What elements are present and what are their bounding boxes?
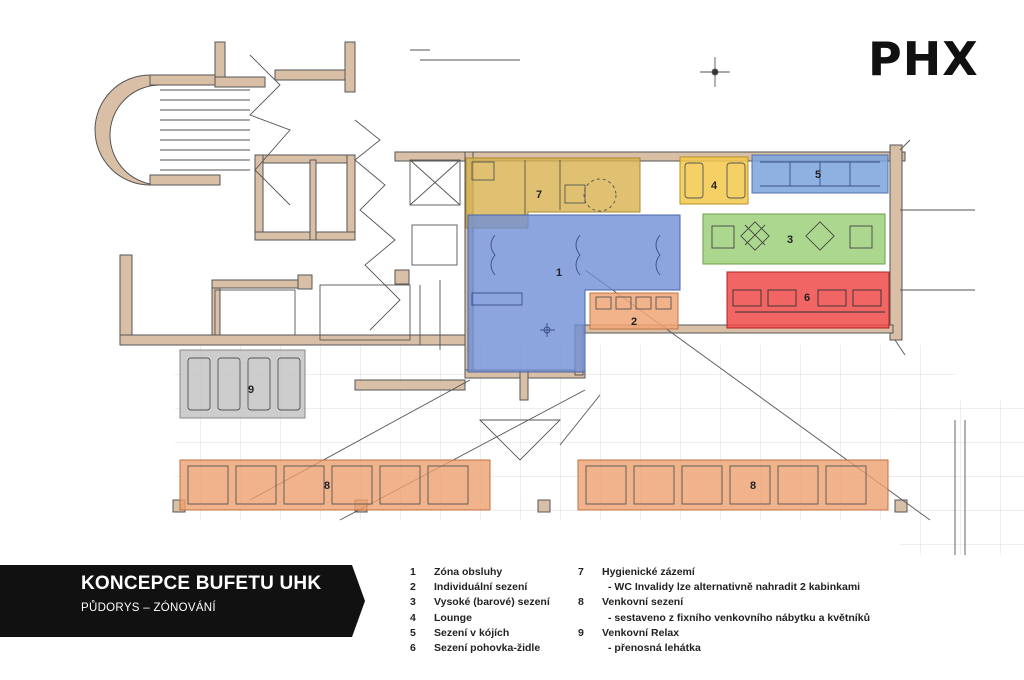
zone-label: 3 — [787, 234, 793, 246]
zone-9: 9 — [179, 349, 306, 419]
zone-label: 8 — [324, 480, 330, 492]
zone-2: 2 — [589, 292, 679, 330]
terrace-paving-east — [900, 400, 1024, 555]
legend-note: - WC Invalidy lze alternativně nahradit … — [608, 581, 861, 594]
zone-4: 4 — [679, 156, 749, 205]
banner-subtitle: PŮDORYS – ZÓNOVÁNÍ — [81, 602, 216, 614]
legend-note: - přenosná lehátka — [608, 642, 701, 655]
legend-note: - sestaveno z fixního venkovního nábytku… — [608, 611, 870, 624]
zone-8-east: 8 — [577, 459, 889, 511]
zone-3: 3 — [702, 213, 886, 265]
title-banner — [0, 565, 365, 637]
zone-6: 6 — [726, 271, 890, 329]
zone-label: 5 — [815, 169, 821, 181]
zone-label: 7 — [536, 189, 542, 201]
zone-label: 4 — [711, 180, 718, 192]
banner-title: KONCEPCE BUFETU UHK — [81, 573, 322, 594]
zone-label: 2 — [631, 316, 637, 328]
zone-8-west: 8 — [179, 459, 491, 511]
zone-label: 8 — [750, 480, 756, 492]
zone-7: 7 — [465, 157, 641, 229]
phx-logo: PHX — [868, 32, 979, 86]
zone-5: 5 — [751, 154, 889, 194]
zone-label: 1 — [556, 267, 562, 279]
zone-1: 1 — [467, 214, 681, 373]
zone-label: 6 — [804, 292, 810, 304]
floor-plan: 9 8 8 7 — [94, 41, 1024, 555]
zone-label: 9 — [248, 384, 254, 396]
